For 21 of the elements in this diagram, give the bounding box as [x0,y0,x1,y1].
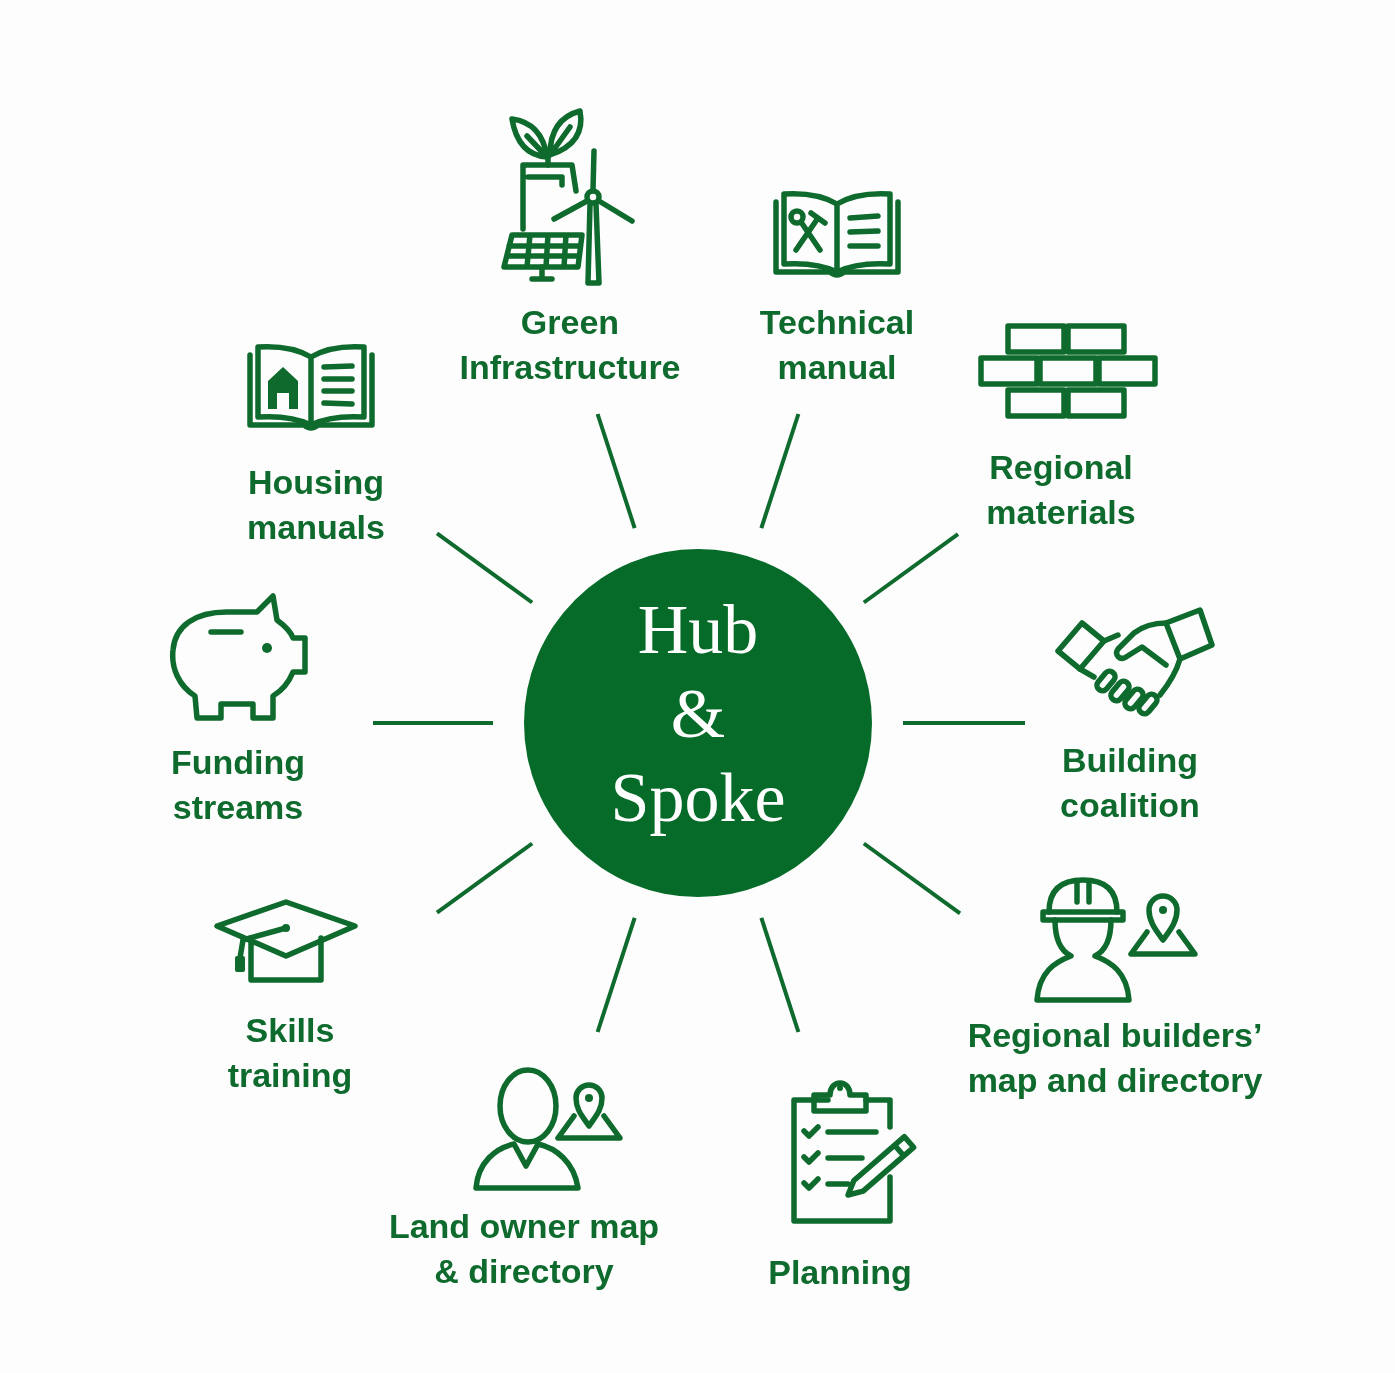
spoke-line [435,531,534,605]
spoke-line [595,917,637,1033]
spoke-line [759,917,801,1033]
node-label: Regional builders’ map and directory [966,1015,1264,1101]
spoke-line [862,532,960,605]
node-label: Planning [767,1252,913,1293]
hub-label: Hub & Spoke [609,590,787,838]
node-label: Technical manual [758,302,916,388]
spoke-line [435,841,534,915]
node-label: Building coalition [1059,740,1201,826]
node-label: Regional materials [985,447,1137,533]
spoke-line [903,721,1025,725]
spoke-line [595,413,637,529]
node-label: Green Infrastructure [458,302,682,388]
node-label: Land owner map & directory [387,1206,661,1292]
node-label: Housing manuals [246,462,386,548]
node-label: Skills training [226,1010,354,1096]
spoke-line [759,413,801,529]
spoke-line [862,841,962,915]
node-label: Funding streams [169,742,307,828]
spoke-line [373,721,493,725]
